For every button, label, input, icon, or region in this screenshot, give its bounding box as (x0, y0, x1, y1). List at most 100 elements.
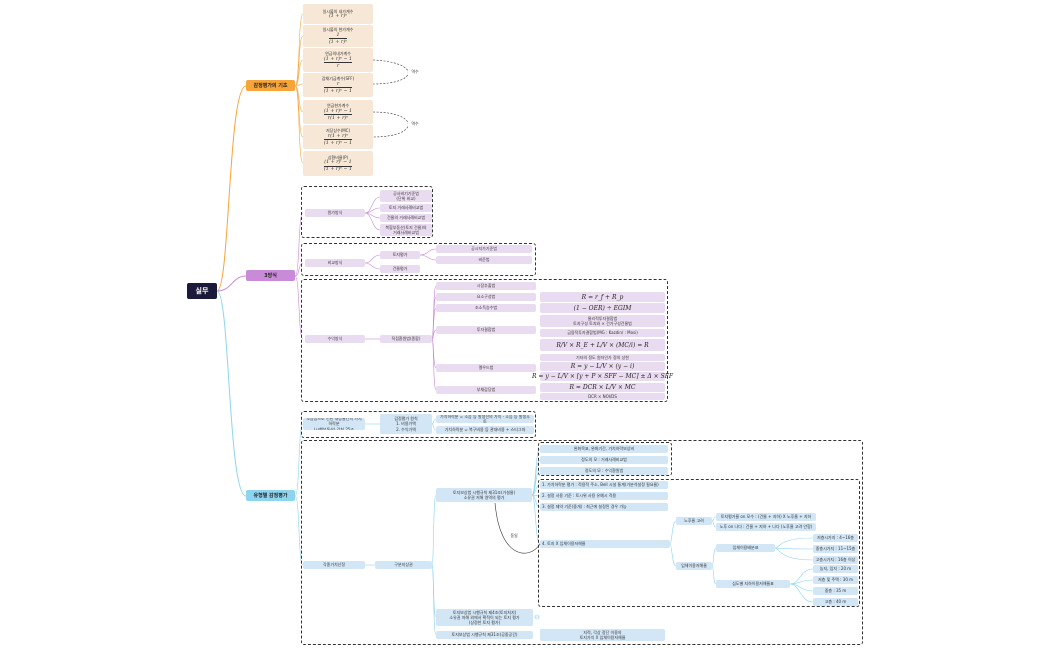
fraction: r(1 + r)ⁿ − 1 (323, 81, 353, 94)
numerator: (1 + r)ⁿ − 1 (323, 56, 353, 62)
numerator: r(1 + r)ⁿ (327, 133, 349, 139)
dcr-note: DCR × NOI/DS (540, 393, 665, 400)
invest-text-1: 물리적투자결합법 토지구성 토지와 × 건가구성건물법 (540, 315, 665, 327)
noise-node[interactable]: 소음등으로 인한 대상물건의 가치하락분 (시행부동산) 감칙 25조 (303, 418, 365, 430)
basic-node-6[interactable]: 저당상수(MC) r(1 + r)ⁿ(1 + r)ⁿ − 1 (303, 125, 373, 149)
aging-child-2[interactable]: 노후 on 나다 : 건물 + 지하 + 나다 (노후율 고려 안함) (716, 523, 816, 531)
ellwood-text: 기타의 정도 원자인가 정의 상한 (540, 354, 665, 361)
group-steps-box (538, 479, 860, 607)
air-space-leaf[interactable]: 지적, 각상 정단 이용의 토지가치 X 입체이용저해율 (540, 629, 665, 641)
method-dcr[interactable]: 부채감당법 (436, 386, 536, 394)
group-compare-box (301, 243, 536, 276)
land-rule-4[interactable]: 토지보상법 시행규칙 제4조(토지처지) 소유권 저해 외에서 확적이 되는 토… (436, 609, 533, 626)
formula-gim: (1 − OER) ÷ EGIM (540, 303, 665, 313)
method-gim[interactable]: 조소득승수법 (436, 304, 536, 312)
subsurface-right-node[interactable]: 구분지상권 (375, 561, 432, 569)
formula-invest: R/V × R_E + L/V × (MC/i) = R (540, 339, 665, 351)
fraction: (1 + r)ᵗ − 1(1 + r)ⁿ − 1 (323, 160, 353, 173)
appraisal-principle-node[interactable]: 감정평가 원칙 1. 비용가액 2. 수익가액 (380, 414, 432, 434)
basic-node-label: 감채기금계수(SFF) (321, 76, 355, 82)
zone-high[interactable]: 고층시가지 : 16층 이상 (813, 556, 858, 564)
basic-node-label: 일시불의 현가계수 (322, 27, 354, 33)
stereo-ratio-node[interactable]: 입체이용저해율 (676, 562, 712, 570)
cost-child-4[interactable]: 복합부동산(토지 건물)의 거래사례비교법 (380, 224, 432, 236)
branch-three-methods[interactable]: 3방식 (246, 270, 295, 281)
method-market[interactable]: 시장추출법 (436, 282, 536, 290)
cond-box-3[interactable]: 정도의 모 : 수익환원법 (540, 467, 668, 475)
aging-ratio-node[interactable]: 노후율 고려 (676, 517, 712, 525)
land-rule-31[interactable]: 토지보상법 시행규칙 제31조(가설물) 소유권 저해 영역의 평가 (436, 488, 532, 502)
denominator: r(1 + r)ⁿ (327, 115, 349, 121)
noise-leaf-1[interactable]: 가치하락분 = 소음 등 발생전의 가치 - 소음 등 발생후 토 (436, 415, 534, 423)
building-eval-node[interactable]: 건물평가 (380, 265, 420, 273)
root-node[interactable]: 실무 (187, 283, 217, 299)
zone-mid[interactable]: 중층시가지 : 11~15층 (813, 545, 858, 553)
numerator: (1 + r)ⁿ − 1 (323, 108, 353, 114)
step-1[interactable]: 1. 가치하락분 평가 : 적용적 주소, Bell 시설 통계(가분석설정 필… (540, 481, 668, 489)
denominator: r (336, 63, 340, 69)
numerator: r (336, 81, 340, 87)
fraction: r(1 + r)ⁿ(1 + r)ⁿ − 1 (323, 133, 353, 146)
cond-box-1[interactable]: 완화목표, 완화기간, 가치하락보상비 (540, 445, 668, 453)
basic-node-label: 저당상수(MC) (325, 128, 351, 134)
basic-node-2[interactable]: 일시불의 현가계수 1(1 + r)ⁿ (303, 25, 373, 47)
zone-low[interactable]: 저층시가지 : 4~16층 (813, 534, 858, 542)
step-4[interactable]: 4. 토지 X 입체이용저해율 (540, 540, 670, 548)
step-2[interactable]: 2. 설정 사용 기준 : 토시위 사용 유예시 적용 (540, 492, 668, 500)
depth-mid[interactable]: 중층 : 35 m (813, 587, 858, 595)
denominator: (1 + r)ⁿ − 1 (323, 140, 353, 146)
branch-basic[interactable]: 감정평가의 기초 (246, 80, 295, 91)
stereo-distribution-node[interactable]: 입체이용배분표 (716, 544, 775, 552)
cost-child-2[interactable]: 토지 거래사례비교법 (380, 204, 432, 212)
direct-cap-node[interactable]: 직접환원법(종합) (380, 335, 432, 343)
depth-ratio-node[interactable]: 심도별 지하이용저해율표 (716, 580, 790, 588)
group-income-box (301, 279, 668, 402)
depth-low[interactable]: 저층 및 주택 : 30 m (813, 576, 858, 584)
formula-component: R = r_f + R_p (540, 292, 665, 302)
cond-box-2[interactable]: 정도의 모 : 거래사례비교법 (540, 456, 668, 464)
method-component[interactable]: 요소구성법 (436, 293, 536, 301)
depth-high[interactable]: 고층 : 40 m (813, 598, 858, 606)
land-rule-31-air[interactable]: 토지보상법 시행규칙 제31조(공중공간) (436, 631, 533, 639)
land-eval-child-1[interactable]: 공시지가기준법 (436, 245, 532, 253)
fraction: 1(1 + r)ⁿ (328, 33, 348, 45)
group-conditions-box (538, 442, 672, 476)
basic-node-7[interactable]: 상환비율(P) (1 + r)ᵗ − 1(1 + r)ⁿ − 1 (303, 151, 373, 176)
basic-node-1[interactable]: 일시불의 내가계수 (1 + r)ⁿ (303, 4, 373, 24)
branch-types[interactable]: 유형별 감정평가 (246, 490, 295, 501)
cost-child-1[interactable]: 공사비기기준법 (단위 비교) (380, 190, 432, 202)
basic-node-formula: (1 + r)ⁿ (328, 14, 348, 20)
numerator: (1 + r)ᵗ − 1 (324, 160, 352, 166)
denominator: (1 + r)ⁿ (328, 39, 348, 45)
compare-method-node[interactable]: 비교방식 (305, 259, 365, 267)
method-ellwood[interactable]: 엘우드법 (436, 364, 536, 372)
group-noise-box (301, 411, 536, 438)
income-method-node[interactable]: 수익방식 (305, 335, 365, 343)
basic-node-label: 연금의내가계수 (325, 51, 351, 57)
step-3[interactable]: 3. 설정 제약 기준(중개) : 최근에 설정된 경우 가능 (540, 503, 668, 511)
other-calc-node[interactable]: 각종가치산정 (303, 561, 365, 569)
basic-node-4[interactable]: 감채기금계수(SFF) r(1 + r)ⁿ − 1 (303, 73, 373, 97)
denominator: (1 + r)ⁿ − 1 (323, 167, 353, 173)
formula-ellwood-2: R = y − L/V × [y + P × SFF − MC] ± Δ × S… (531, 372, 674, 381)
cost-method-node[interactable]: 원가방식 (305, 209, 365, 217)
cost-child-3[interactable]: 건물의 거래사례비교법 (380, 214, 432, 222)
formula-ellwood-1: R = y − L/V × (y − i) (540, 362, 665, 371)
land-eval-node[interactable]: 토지평가 (380, 251, 420, 259)
basic-node-label: 상환비율(P) (327, 154, 349, 160)
aging-child-1[interactable]: 토지평가율 on 모수 : (건물 + 지하) X 노후율 + 지하 (716, 513, 816, 521)
invest-text-2: 금융적투자결합법(MG : Kazdin/ : Mosi) (540, 329, 665, 337)
formula-dcr: R = DCR × L/V × MC (540, 383, 665, 392)
group-other-box (301, 440, 863, 645)
basic-node-label: 일시불의 내가계수 (322, 8, 354, 14)
noise-leaf-2[interactable]: 가치하락분 = 복구비용 등 관대비용 + 스티그마 (436, 426, 534, 434)
land-eval-child-2[interactable]: 비준법 (436, 256, 532, 264)
basic-node-label: 연금현가계수 (326, 103, 350, 109)
link-label: 동일 (508, 532, 520, 539)
method-invest[interactable]: 투자결합법 (436, 326, 536, 334)
depth-farm[interactable]: 농지, 임지 : 20 m (813, 565, 858, 573)
